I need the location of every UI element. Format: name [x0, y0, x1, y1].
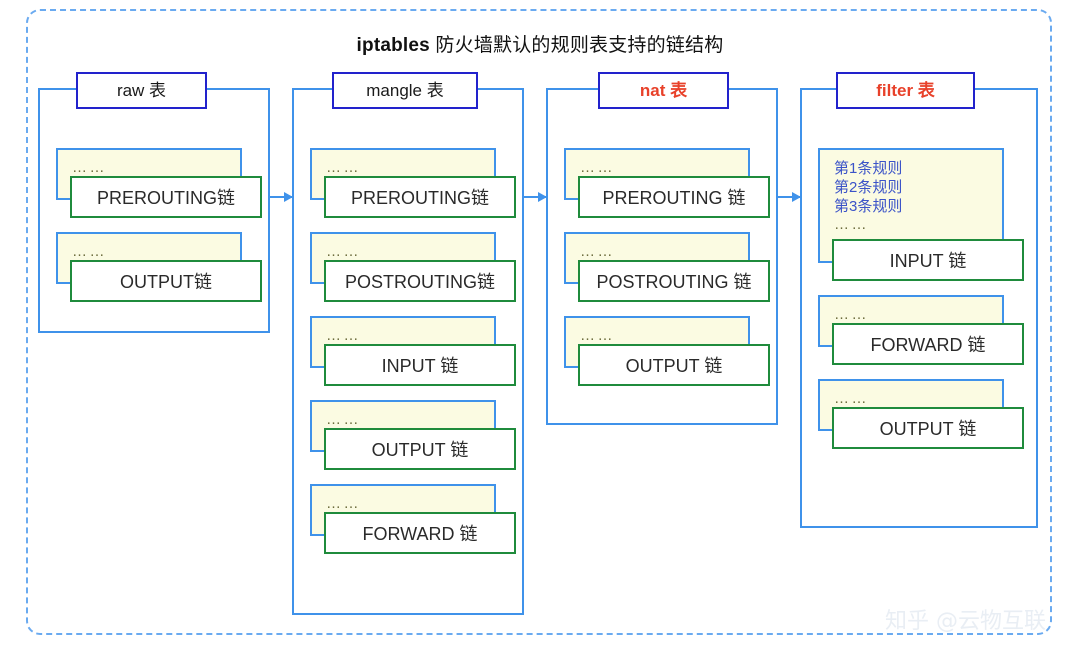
page-title: iptables 防火墙默认的规则表支持的链结构	[0, 30, 1080, 57]
ellipsis-label: ……	[834, 306, 869, 323]
ellipsis-label: ……	[834, 216, 869, 233]
page-title-keyword: iptables	[356, 35, 430, 56]
ellipsis-label: ……	[580, 327, 615, 344]
rule-line: 第1条规则	[834, 160, 903, 177]
chain-name-box[interactable]: POSTROUTING链	[324, 260, 516, 302]
chain-mangle-0[interactable]: ……PREROUTING链	[294, 148, 522, 218]
ellipsis-label: ……	[326, 495, 361, 512]
table-title-raw[interactable]: raw 表	[76, 72, 207, 109]
ellipsis-label: ……	[72, 159, 107, 176]
arrow-nat-to-filter	[778, 192, 801, 202]
chain-mangle-1[interactable]: ……POSTROUTING链	[294, 232, 522, 302]
table-box-mangle[interactable]: mangle 表……PREROUTING链……POSTROUTING链……INP…	[292, 72, 524, 615]
table-title-nat[interactable]: nat 表	[598, 72, 729, 109]
chain-name-box[interactable]: INPUT 链	[832, 239, 1024, 281]
ellipsis-label: ……	[326, 159, 361, 176]
chain-mangle-3[interactable]: ……OUTPUT 链	[294, 400, 522, 470]
ellipsis-label: ……	[580, 243, 615, 260]
chain-raw-1[interactable]: ……OUTPUT链	[40, 232, 268, 302]
diagram-outer-frame	[26, 9, 1052, 635]
ellipsis-label: ……	[326, 327, 361, 344]
table-title-mangle[interactable]: mangle 表	[332, 72, 478, 109]
table-box-raw[interactable]: raw 表……PREROUTING链……OUTPUT链	[38, 72, 270, 333]
chain-nat-2[interactable]: ……OUTPUT 链	[548, 316, 776, 386]
rule-line: 第2条规则	[834, 179, 903, 196]
table-box-filter[interactable]: filter 表第1条规则第2条规则第3条规则……INPUT 链……FORWAR…	[800, 72, 1038, 528]
chain-name-box[interactable]: OUTPUT链	[70, 260, 262, 302]
arrow-raw-to-mangle	[270, 192, 293, 202]
table-box-nat[interactable]: nat 表……PREROUTING 链……POSTROUTING 链……OUTP…	[546, 72, 778, 425]
page-title-rest: 防火墙默认的规则表支持的链结构	[429, 35, 724, 56]
chain-name-box[interactable]: PREROUTING链	[324, 176, 516, 218]
chain-mangle-2[interactable]: ……INPUT 链	[294, 316, 522, 386]
chain-name-box[interactable]: POSTROUTING 链	[578, 260, 770, 302]
chain-name-box[interactable]: OUTPUT 链	[324, 428, 516, 470]
chain-name-box[interactable]: OUTPUT 链	[578, 344, 770, 386]
chain-nat-0[interactable]: ……PREROUTING 链	[548, 148, 776, 218]
ellipsis-label: ……	[580, 159, 615, 176]
chain-name-box[interactable]: FORWARD 链	[832, 323, 1024, 365]
chain-filter-0[interactable]: 第1条规则第2条规则第3条规则…… INPUT 链	[802, 148, 1036, 281]
chain-filter-2[interactable]: ……OUTPUT 链	[802, 379, 1036, 449]
arrow-mangle-to-nat	[524, 192, 547, 202]
chain-name-box[interactable]: PREROUTING 链	[578, 176, 770, 218]
chain-nat-1[interactable]: ……POSTROUTING 链	[548, 232, 776, 302]
chain-name-box[interactable]: INPUT 链	[324, 344, 516, 386]
watermark: 知乎 @云物互联	[885, 609, 1046, 634]
ellipsis-label: ……	[72, 243, 107, 260]
ellipsis-label: ……	[326, 243, 361, 260]
table-title-filter[interactable]: filter 表	[836, 72, 975, 109]
chain-name-box[interactable]: PREROUTING链	[70, 176, 262, 218]
chain-name-box[interactable]: OUTPUT 链	[832, 407, 1024, 449]
chain-filter-1[interactable]: ……FORWARD 链	[802, 295, 1036, 365]
ellipsis-label: ……	[326, 411, 361, 428]
chain-mangle-4[interactable]: ……FORWARD 链	[294, 484, 522, 554]
rule-line: 第3条规则	[834, 198, 903, 215]
chain-name-box[interactable]: FORWARD 链	[324, 512, 516, 554]
chain-raw-0[interactable]: ……PREROUTING链	[40, 148, 268, 218]
ellipsis-label: ……	[834, 390, 869, 407]
